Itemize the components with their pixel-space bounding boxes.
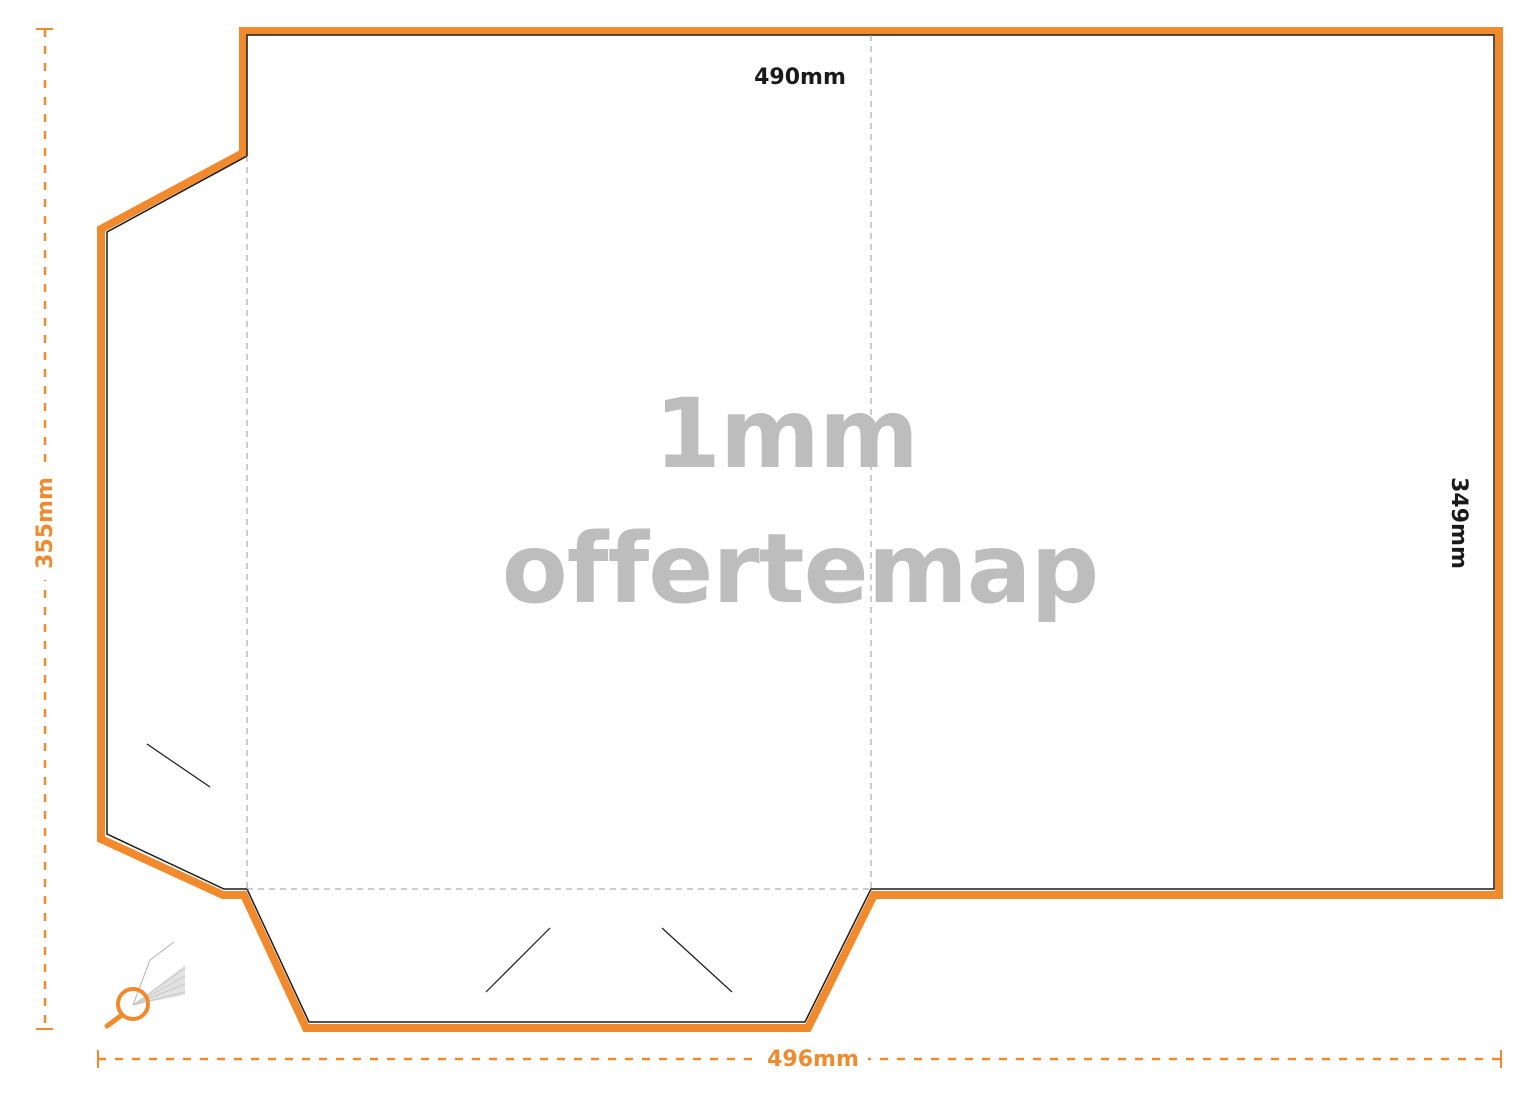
width-label: 496mm [767, 1047, 859, 1072]
magnifier-icon [104, 941, 186, 1029]
inner-height-label: 349mm [1446, 477, 1471, 569]
height-dimension: 355mm [30, 28, 60, 1030]
title-line-2: offertemap [502, 513, 1098, 625]
height-label: 355mm [33, 477, 58, 569]
card-slit [146, 743, 211, 788]
card-slit [661, 927, 733, 993]
title-line-1: 1mm [654, 378, 918, 490]
card-slit [485, 927, 551, 993]
cut-line [106, 34, 1495, 1023]
inner-width-label: 490mm [754, 65, 846, 90]
bleed-outline [97, 27, 1503, 1032]
width-dimension: 496mm [97, 1042, 1502, 1076]
